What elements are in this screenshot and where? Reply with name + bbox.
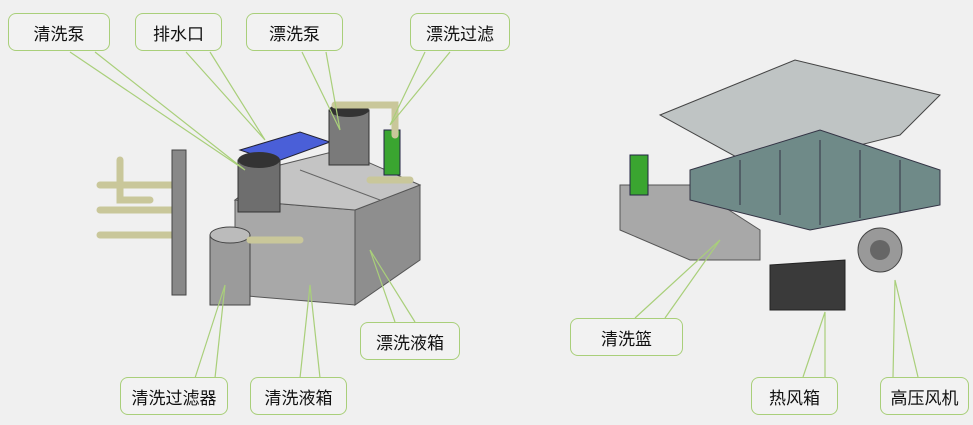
left-machine [96,101,422,306]
label-high-pressure-blower: 高压风机 [880,377,969,415]
label-rinse-filter: 漂洗过滤 [410,13,510,51]
label-drain-outlet: 排水口 [135,13,222,51]
label-rinse-tank: 漂洗液箱 [360,322,460,360]
label-rinse-pump: 漂洗泵 [246,13,343,51]
label-cleaning-tank: 清洗液箱 [250,377,347,415]
label-cleaning-filter: 清洗过滤器 [120,377,228,415]
leader-lines [69,51,919,379]
right-machine [619,59,941,311]
label-cleaning-pump: 清洗泵 [8,13,110,51]
label-hot-air-box: 热风箱 [751,377,838,415]
label-cleaning-basket: 清洗篮 [570,318,683,356]
